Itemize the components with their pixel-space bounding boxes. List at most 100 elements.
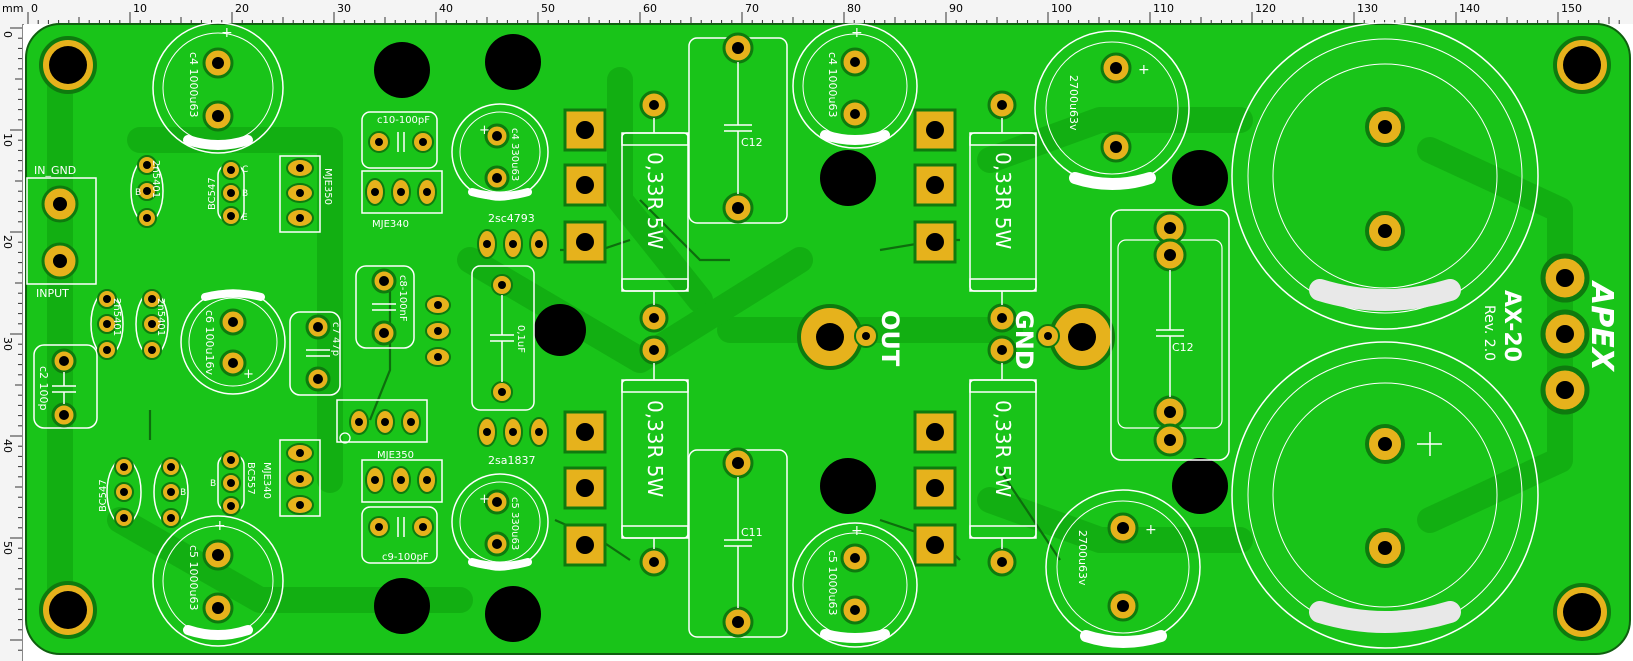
ruler-label: 150 [1561,2,1582,15]
c12-top-label: C12 [741,136,763,149]
mounting-hole [1553,36,1611,94]
capacitor-c2[interactable] [33,344,98,429]
q-2sc4793-label: 2sc4793 [488,212,535,225]
q-2sa1837-label: 2sa1837 [488,454,535,467]
c9-label: c9-100pF [382,552,429,563]
c4-small-plus: + [479,123,490,138]
capacitor-c7[interactable] [289,311,341,396]
input-connector[interactable] [26,177,97,285]
capacitor-c4-left[interactable] [152,22,284,154]
res-bottom-left-label: 0,33R 5W [643,400,667,498]
transistor-bc547-bottom[interactable] [106,457,142,528]
c5-small-plus: + [479,492,490,507]
mje350-mid-label: MJE350 [377,450,414,461]
capacitor-0-1uf[interactable] [471,265,535,411]
ruler-label: 0 [31,2,38,15]
resistor-top-left[interactable] [621,90,689,333]
ruler-label: 20 [235,2,249,15]
pin-label-b: B [180,488,186,498]
mounting-holes [39,36,1611,641]
transistor-mje340-top[interactable] [361,170,443,214]
ruler-label: 120 [1255,2,1276,15]
capacitor-c11[interactable] [688,447,788,638]
capacitor-c4-small[interactable] [451,103,549,201]
c4-left-plus: + [221,25,233,41]
pin-label-e: E [242,213,248,223]
c11-label: C11 [741,526,763,539]
transistor-bc557[interactable] [217,450,245,516]
transistor-2n5401-a[interactable] [90,289,124,360]
capacitor-big-top[interactable] [1231,22,1539,330]
ruler-label: 140 [1459,2,1480,15]
transistor-bc547-top[interactable] [217,160,245,226]
mounting-hole [39,581,97,639]
ruler-label: 10 [1,133,14,147]
c10-label: c10-100pF [377,115,430,126]
out-label: OUT [876,310,904,367]
resistor-bottom-right[interactable] [969,335,1037,577]
res-top-right-label: 0,33R 5W [991,152,1015,250]
ruler-label: 40 [439,2,453,15]
ruler-label: 10 [133,2,147,15]
model-label: AX-20 [1499,290,1524,362]
power-connector[interactable] [1540,253,1590,415]
input-label: INPUT [36,287,69,300]
capacitor-2700u-bottom[interactable] [1045,489,1201,648]
brand-logo: APEX [1584,280,1619,373]
mounting-hole [39,36,97,94]
bc547-top-label: BC547 [207,177,218,210]
transistor-mid-bottom[interactable] [153,457,189,528]
resistor-top-right[interactable] [969,90,1037,333]
transistor-mje340-bottom[interactable] [279,439,321,517]
capacitor-c8[interactable] [355,265,415,349]
power-transistor-pads-right[interactable] [913,108,957,567]
transistor-2n5401-b[interactable] [135,289,169,360]
transistor-2sc4793[interactable] [477,229,549,259]
capacitor-c6[interactable] [180,289,286,395]
transistor-2n5401-top[interactable] [130,155,164,228]
ruler-label: 20 [1,235,14,249]
mje340-bottom-label: MJE340 [261,462,272,499]
res-top-left-label: 0,33R 5W [643,152,667,250]
trimmer-pads[interactable] [425,295,451,367]
capacitor-c12-right[interactable] [1110,209,1230,461]
out-terminal[interactable] [797,304,878,370]
transistor-2sa1837[interactable] [477,417,549,447]
c7-label: c7 47p [330,322,341,356]
ruler-label: 100 [1051,2,1072,15]
c4-small-label: c4 330u63 [509,128,520,181]
ruler-label: 40 [1,439,14,453]
mje340-top-label: MJE340 [372,219,409,230]
cap-2700-top-label: 2700u63v [1067,75,1080,131]
ruler-label: 30 [1,337,14,351]
capacitor-c10[interactable] [361,111,438,169]
capacitor-c4-right[interactable] [792,23,918,149]
ruler-label: 50 [1,541,14,555]
capacitor-c12-top[interactable] [688,32,788,224]
pin-label-b: B [242,189,248,199]
c8-label: c8-100nF [397,275,408,322]
capacitor-2700u-top[interactable] [1034,30,1190,190]
capacitor-c9[interactable] [361,506,438,564]
c12-right-label: C12 [1172,341,1194,354]
power-transistor-pads-left[interactable] [563,108,607,567]
c4-right-plus: + [851,25,863,41]
transistor-mid-bottom-2[interactable] [361,459,443,503]
capacitor-c5-left[interactable] [152,515,284,647]
capacitor-c5-small[interactable] [451,473,549,571]
capacitor-c5-right[interactable] [792,522,918,648]
gnd-terminal[interactable] [1036,304,1115,370]
cap-2700-bottom-plus: + [1145,522,1157,538]
transistor-mje350-mid[interactable] [336,399,428,444]
c5-left-label: c5 1000u63 [187,545,200,611]
transistor-mje350-top[interactable] [279,155,321,233]
ruler-label: 50 [541,2,555,15]
input-gnd-label: IN_GND [34,164,76,177]
capacitor-big-bottom[interactable] [1231,341,1539,649]
resistor-bottom-left[interactable] [621,335,689,577]
ruler-label: 30 [337,2,351,15]
c5-right-label: c5 1000u63 [826,550,839,616]
left-ruler [0,24,23,661]
